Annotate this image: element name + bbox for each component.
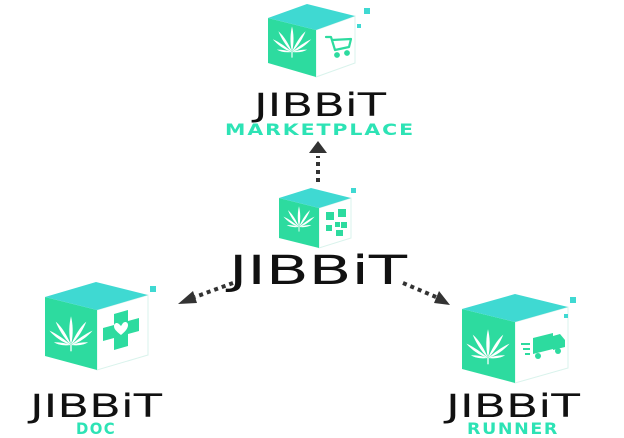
qr-code-icon (326, 209, 347, 236)
doc-cube (45, 282, 156, 371)
doc-node: JIBBiT DOC (27, 282, 163, 438)
marketplace-cube (268, 4, 370, 78)
marketplace-label: MARKETPLACE (225, 120, 415, 139)
doc-brand: JIBBiT (27, 387, 163, 425)
center-cube (279, 188, 356, 249)
shopping-cart-icon (324, 35, 353, 58)
delivery-truck-icon (521, 333, 565, 359)
doc-label: DOC (76, 419, 116, 438)
center-node: JIBBiT (224, 188, 408, 294)
medical-cross-heart-icon (103, 310, 139, 350)
arrow-to-marketplace (309, 141, 327, 182)
arrow-to-doc (178, 281, 234, 304)
runner-label: RUNNER (467, 419, 559, 438)
marketplace-brand: JIBBiT (251, 86, 387, 124)
marketplace-node: JIBBiT MARKETPLACE (225, 4, 415, 139)
center-brand: JIBBiT (224, 248, 408, 294)
arrow-to-runner (402, 281, 450, 305)
runner-brand: JIBBiT (443, 387, 581, 425)
runner-node: JIBBiT RUNNER (443, 294, 581, 438)
runner-cube (462, 294, 576, 384)
